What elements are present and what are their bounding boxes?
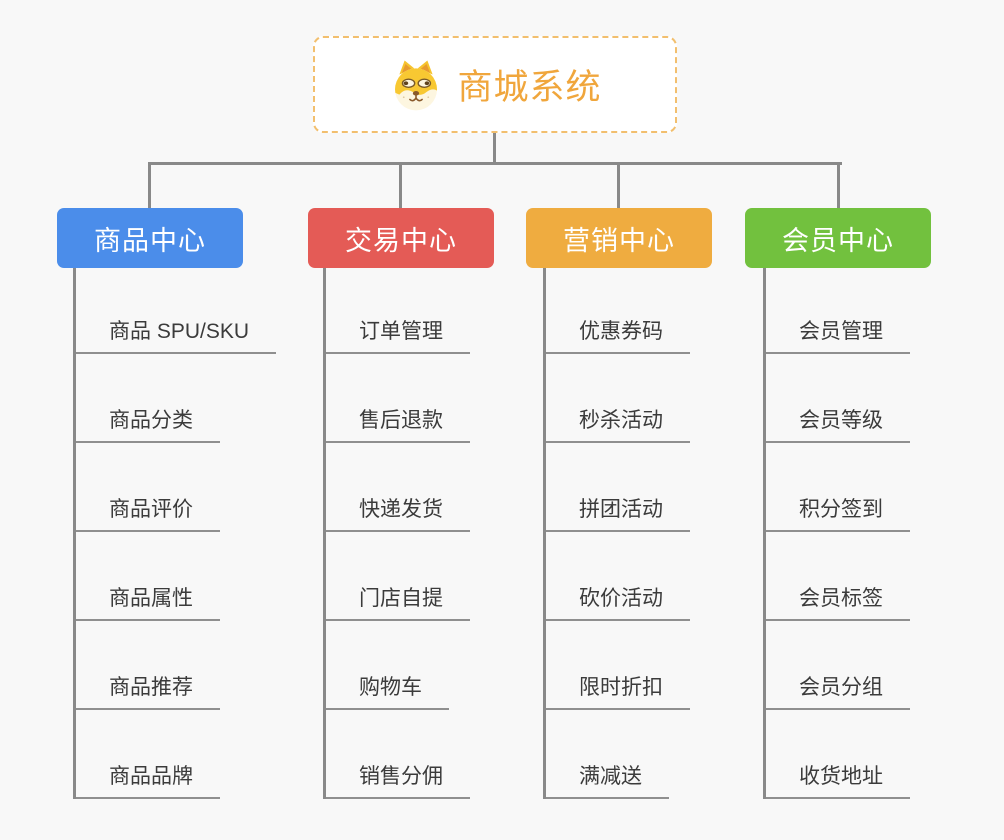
topic-item[interactable]: 销售分佣 — [326, 710, 470, 799]
topic-item[interactable]: 限时折扣 — [546, 621, 690, 710]
branch-node-product[interactable]: 商品中心 — [57, 208, 243, 268]
topic-item[interactable]: 商品属性 — [76, 532, 220, 621]
topic-item[interactable]: 商品分类 — [76, 354, 220, 443]
branch-node-trade[interactable]: 交易中心 — [308, 208, 494, 268]
topic-item[interactable]: 会员等级 — [766, 354, 910, 443]
topic-item[interactable]: 优惠券码 — [546, 265, 690, 354]
connector-drop-marketing — [617, 162, 620, 209]
branch-children-trade: 订单管理 售后退款 快递发货 门店自提 购物车 销售分佣 — [323, 265, 470, 799]
topic-item[interactable]: 收货地址 — [766, 710, 910, 799]
branch-children-marketing: 优惠券码 秒杀活动 拼团活动 砍价活动 限时折扣 满减送 — [543, 265, 690, 799]
topic-item[interactable]: 拼团活动 — [546, 443, 690, 532]
connector-drop-member — [837, 162, 840, 209]
topic-item[interactable]: 快递发货 — [326, 443, 470, 532]
topic-item[interactable]: 会员分组 — [766, 621, 910, 710]
topic-item[interactable]: 商品评价 — [76, 443, 220, 532]
root-node[interactable]: 商城系统 — [313, 36, 677, 133]
topic-item[interactable]: 砍价活动 — [546, 532, 690, 621]
topic-item[interactable]: 商品品牌 — [76, 710, 220, 799]
topic-item[interactable]: 商品 SPU/SKU — [76, 265, 277, 354]
topic-item[interactable]: 售后退款 — [326, 354, 470, 443]
topic-item[interactable]: 会员管理 — [766, 265, 910, 354]
branch-children-product: 商品 SPU/SKU 商品分类 商品评价 商品属性 商品推荐 商品品牌 — [73, 265, 277, 799]
connector-drop-product — [148, 162, 151, 209]
topic-item[interactable]: 门店自提 — [326, 532, 470, 621]
connector-horizontal-rail — [148, 162, 842, 165]
topic-item[interactable]: 秒杀活动 — [546, 354, 690, 443]
topic-item[interactable]: 会员标签 — [766, 532, 910, 621]
branch-node-marketing[interactable]: 营销中心 — [526, 208, 712, 268]
dog-face-icon — [388, 57, 444, 113]
topic-item[interactable]: 积分签到 — [766, 443, 910, 532]
topic-item[interactable]: 商品推荐 — [76, 621, 220, 710]
topic-item[interactable]: 满减送 — [546, 710, 669, 799]
branch-children-member: 会员管理 会员等级 积分签到 会员标签 会员分组 收货地址 — [763, 265, 910, 799]
branch-node-member[interactable]: 会员中心 — [745, 208, 931, 268]
connector-root-drop — [493, 131, 496, 162]
topic-item[interactable]: 订单管理 — [326, 265, 470, 354]
topic-item[interactable]: 购物车 — [326, 621, 449, 710]
connector-drop-trade — [399, 162, 402, 209]
root-title: 商城系统 — [457, 68, 602, 107]
